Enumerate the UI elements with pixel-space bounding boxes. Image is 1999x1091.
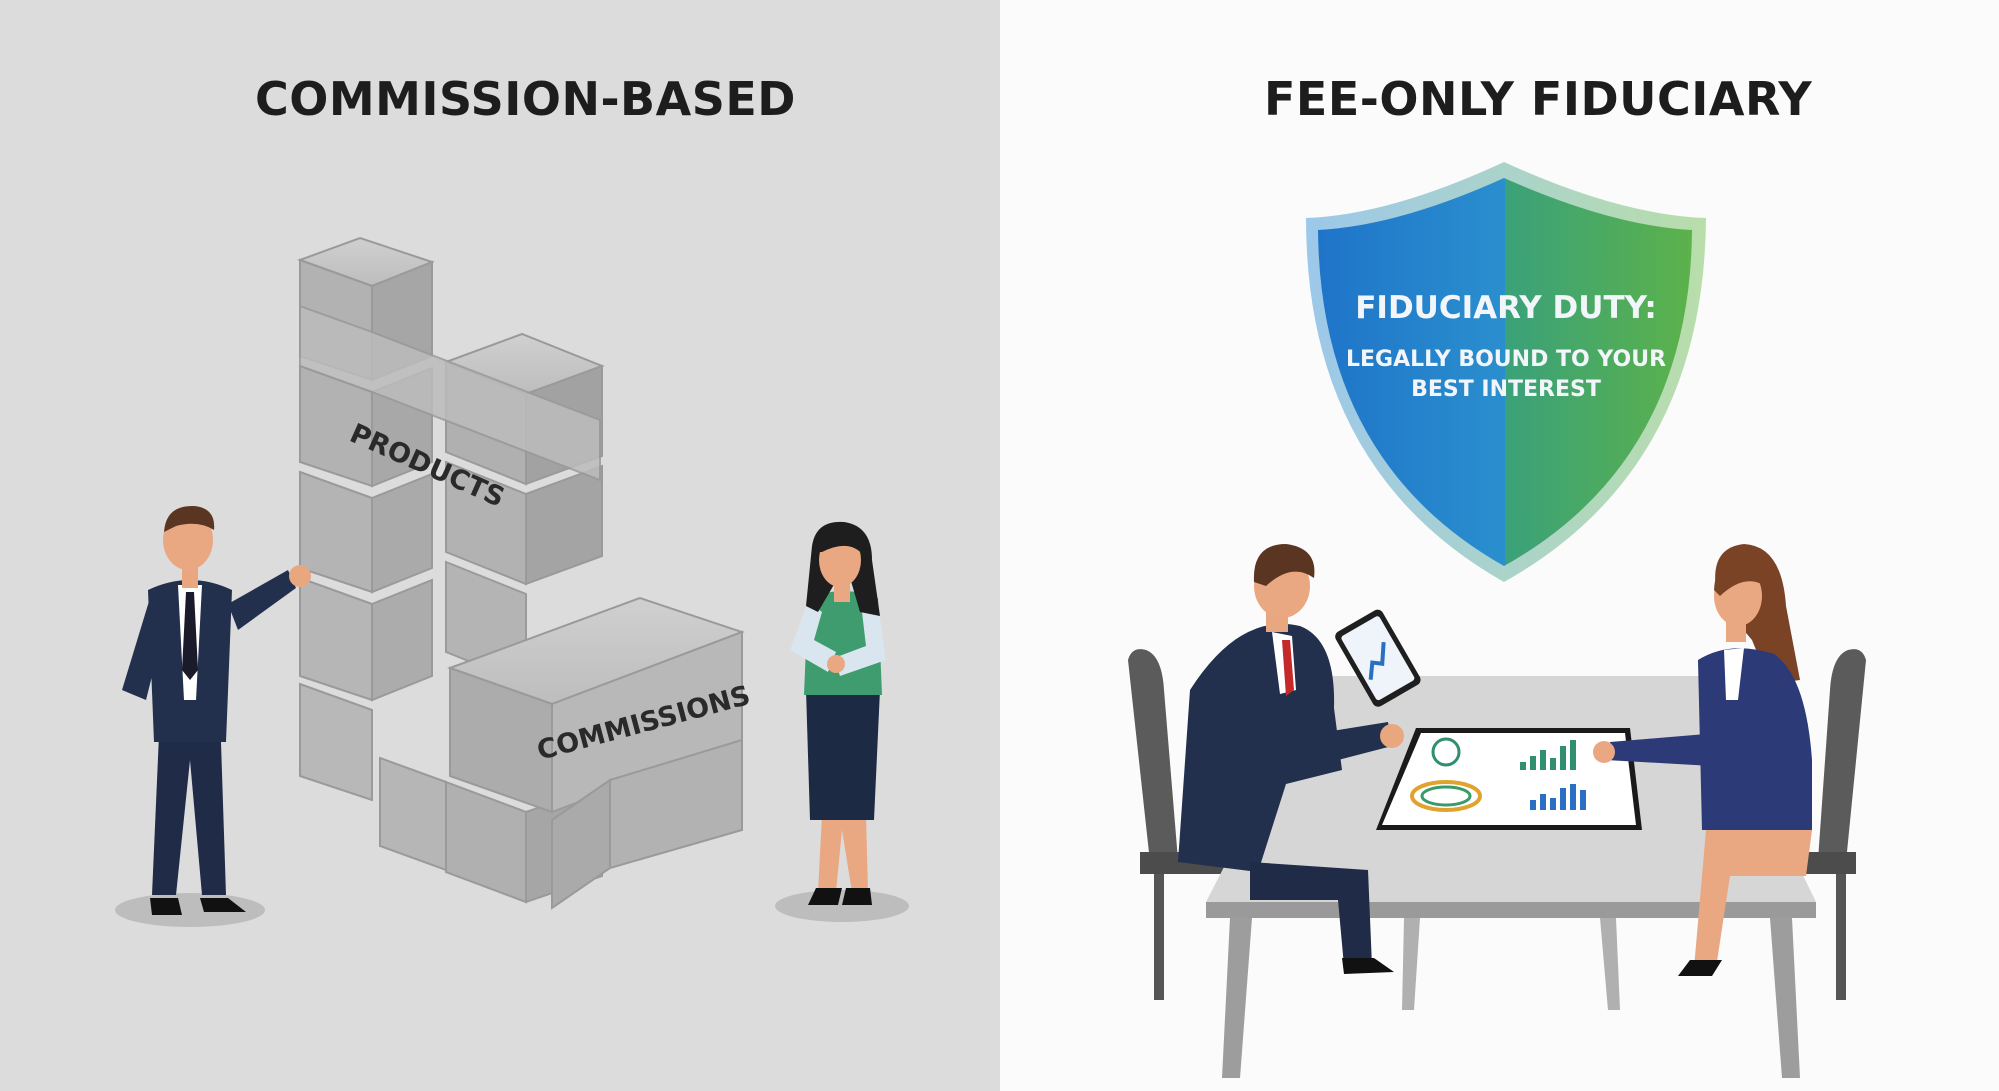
commission-based-panel: PRODUCTS COMMISSIONS	[0, 0, 1000, 1091]
tablet-device	[1335, 609, 1421, 707]
client-figure	[775, 521, 909, 922]
report-document	[1376, 728, 1642, 830]
commission-scene: PRODUCTS COMMISSIONS	[115, 236, 909, 927]
shield-line-2: BEST INTEREST	[1411, 377, 1601, 402]
shield-title: FIDUCIARY DUTY:	[1355, 290, 1657, 326]
client-seated-figure	[1593, 544, 1812, 976]
fiduciary-shield: FIDUCIARY DUTY: LEGALLY BOUND TO YOUR BE…	[1306, 162, 1706, 582]
shield-line-1: LEGALLY BOUND TO YOUR	[1346, 347, 1666, 372]
fee-only-fiduciary-heading: FEE-ONLY FIDUCIARY	[1264, 72, 1813, 126]
advisor-figure	[1178, 544, 1421, 974]
block-stack	[297, 236, 745, 910]
fiduciary-scene: FIDUCIARY DUTY: LEGALLY BOUND TO YOUR BE…	[1128, 162, 1866, 1078]
fee-only-fiduciary-panel: FIDUCIARY DUTY: LEGALLY BOUND TO YOUR BE…	[1000, 0, 1999, 1091]
salesman-figure	[115, 505, 311, 927]
commission-based-heading: COMMISSION-BASED	[255, 72, 796, 126]
